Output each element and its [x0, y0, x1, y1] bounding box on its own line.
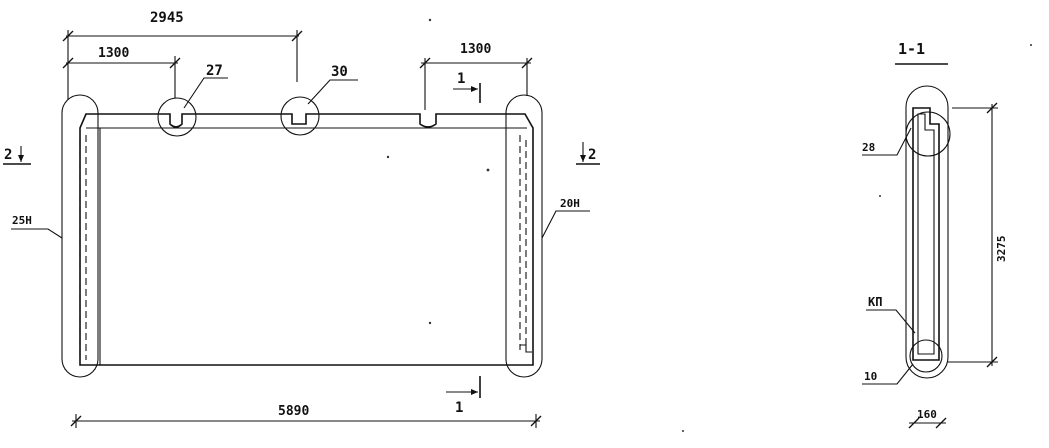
right-bottom-notch	[520, 344, 532, 353]
callout-20n: 20Н	[541, 197, 590, 239]
section-mark-1-bottom-label: 1	[455, 400, 463, 416]
dim-5890: 5890	[70, 404, 542, 428]
callout-20n-label: 20Н	[560, 197, 580, 210]
section-mark-1-top: 1	[453, 71, 481, 103]
panel-elevation	[79, 113, 534, 366]
node-30-circle	[280, 96, 320, 136]
section-outer-oval	[905, 85, 949, 379]
callout-27-label: 27	[206, 63, 223, 79]
callout-30: 30	[307, 64, 358, 105]
section-1-1: 1-1 28 КП 10 3275 160	[862, 40, 1008, 429]
section-mark-2-left-label: 2	[4, 147, 12, 163]
dim-3275-label: 3275	[995, 236, 1008, 263]
dim-1300-left-label: 1300	[98, 46, 129, 61]
section-mark-1-top-label: 1	[457, 71, 465, 87]
dim-2945: 2945	[62, 10, 303, 100]
dim-1300-right-label: 1300	[460, 42, 491, 57]
callout-10-label: 10	[864, 370, 877, 383]
panel-outline	[79, 113, 534, 366]
callout-25n-label: 25Н	[12, 214, 32, 227]
callout-25n: 25Н	[11, 214, 63, 239]
node-27-circle	[157, 97, 197, 137]
dim-2945-label: 2945	[150, 10, 184, 26]
callout-30-label: 30	[331, 64, 348, 80]
dim-160-label: 160	[917, 408, 937, 421]
section-mark-2-left: 2	[3, 146, 31, 165]
dim-1300-right: 1300	[419, 42, 533, 110]
callout-kp-label: КП	[868, 295, 882, 309]
right-edge-oval	[505, 94, 543, 378]
left-edge-oval	[61, 94, 99, 378]
section-mark-2-right: 2	[576, 142, 600, 165]
section-node-28-circle	[905, 111, 951, 157]
dim-1300-left: 1300	[62, 46, 181, 98]
corner-ovals	[61, 94, 543, 378]
section-profile	[912, 107, 940, 361]
section-mark-1-bottom: 1	[446, 376, 481, 416]
section-profile-inner	[917, 113, 935, 355]
callout-27: 27	[183, 63, 228, 109]
section-mark-2-right-label: 2	[588, 147, 596, 163]
callout-28-label: 28	[862, 141, 875, 154]
section-title: 1-1	[898, 40, 925, 58]
section-node-10-circle	[909, 339, 943, 373]
dim-5890-label: 5890	[278, 404, 309, 419]
specks	[386, 18, 1032, 432]
